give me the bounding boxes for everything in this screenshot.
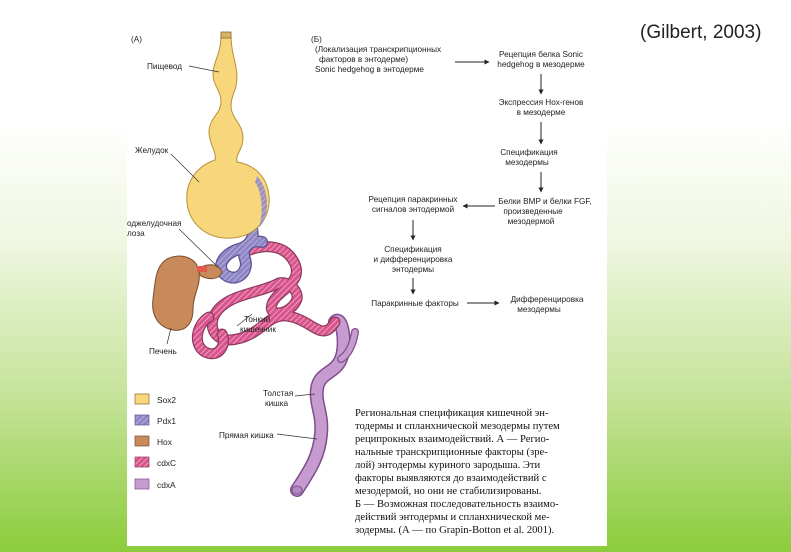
- legend-swatch-pdx1: [134, 414, 150, 426]
- legend-label-cdxa: cdxA: [157, 480, 176, 490]
- svg-text:зодермы. (А — по Grapin-Botton: зодермы. (А — по Grapin-Botton et al. 20…: [355, 525, 554, 536]
- svg-text:Экспрессия Hox-генов: Экспрессия Hox-генов: [499, 98, 584, 107]
- panel-b-letter: (Б): [311, 35, 322, 44]
- label-small-intestine-2: кишечник: [240, 325, 276, 334]
- svg-text:Спецификация: Спецификация: [384, 245, 442, 254]
- label-liver: Печень: [149, 347, 177, 356]
- svg-text:Спецификация: Спецификация: [500, 148, 558, 157]
- svg-text:произведенные: произведенные: [503, 207, 563, 216]
- svg-text:факторов в энтодерме): факторов в энтодерме): [319, 55, 408, 64]
- label-large-intestine-2: кишка: [265, 399, 288, 408]
- legend-label-sox2: Sox2: [157, 395, 176, 405]
- flow-node-4: Белки BMP и белки FGF, произведенные мез…: [498, 197, 591, 226]
- svg-text:Паракринные факторы: Паракринные факторы: [371, 299, 459, 308]
- citation: (Gilbert, 2003): [640, 22, 762, 43]
- svg-text:мезодермой: мезодермой: [508, 217, 555, 226]
- flow-node-8: Дифференцировка мезодермы: [511, 295, 584, 314]
- legend-swatch-cdxc: [134, 456, 150, 468]
- svg-text:Региональная спецификация кише: Региональная спецификация кишечной эн-: [355, 408, 549, 419]
- label-stomach: Желудок: [135, 146, 169, 155]
- svg-text:сигналов энтодермой: сигналов энтодермой: [372, 205, 454, 214]
- flow-node-5: Рецепция паракринных сигналов энтодермой: [368, 195, 457, 214]
- label-esophagus: Пищевод: [147, 62, 182, 71]
- svg-text:Рецепция паракринных: Рецепция паракринных: [368, 195, 457, 204]
- svg-text:Рецепция белка Sonic: Рецепция белка Sonic: [499, 50, 583, 59]
- svg-text:энтодермы: энтодермы: [392, 265, 434, 274]
- legend-swatch-cdxa: [134, 478, 150, 490]
- svg-text:Б — Возможная последовательнос: Б — Возможная последовательность взаимо-: [355, 499, 559, 510]
- flow-node-2: Экспрессия Hox-генов в мезодерме: [499, 98, 584, 117]
- label-pancreas-2: лоза: [127, 229, 145, 238]
- liver-shape: [152, 255, 200, 331]
- figure-panel: (A) Пищевод Желудок оджелудочная лоза Пе…: [127, 14, 607, 546]
- svg-text:мезодермы: мезодермы: [505, 158, 549, 167]
- svg-text:Дифференцировка: Дифференцировка: [511, 295, 584, 304]
- legend: Sox2 Pdx1 Hox cdxC cdxA: [134, 393, 176, 490]
- label-small-intestine-1: Тонкий: [244, 315, 270, 324]
- flow-node-7: Паракринные факторы: [371, 299, 459, 308]
- figure-caption: Региональная спецификация кишечной эн- т…: [355, 408, 560, 536]
- legend-label-hox: Hox: [157, 437, 173, 447]
- svg-text:факторы выявляются до взаимоде: факторы выявляются до взаимодействий с: [355, 473, 547, 484]
- svg-text:мезодермы: мезодермы: [517, 305, 561, 314]
- svg-text:Sonic hedgehog в энтодерме: Sonic hedgehog в энтодерме: [315, 65, 424, 74]
- svg-text:реципрокных взаимодействий. А: реципрокных взаимодействий. А — Регио-: [355, 434, 550, 445]
- svg-text:действий энтодермы и спланхнич: действий энтодермы и спланхнической ме-: [355, 512, 550, 523]
- svg-text:нальные транскрипционные факто: нальные транскрипционные факторы (зре-: [355, 447, 548, 458]
- legend-label-pdx1: Pdx1: [157, 416, 176, 426]
- svg-text:Белки BMP и белки FGF,: Белки BMP и белки FGF,: [498, 197, 591, 206]
- legend-swatch-hox: [134, 435, 150, 447]
- legend-label-cdxc: cdxC: [157, 458, 176, 468]
- svg-text:и дифференцировка: и дифференцировка: [374, 255, 453, 264]
- svg-text:лой) энтодермы куриного зароды: лой) энтодермы куриного зародыша. Эти: [355, 460, 541, 471]
- svg-text:(Локализация транскрипционных: (Локализация транскрипционных: [315, 45, 441, 54]
- stomach-shape: [186, 35, 270, 239]
- flow-start: (Локализация транскрипционных факторов в…: [315, 45, 441, 74]
- legend-swatch-sox2: [134, 393, 150, 405]
- flow-node-1: Рецепция белка Sonic hedgehog в мезодерм…: [497, 50, 585, 69]
- svg-text:мезодермой, но они не стабилиз: мезодермой, но они не стабилизированы.: [355, 486, 541, 497]
- svg-text:тодермы и спланхнической мезод: тодермы и спланхнической мезодермы путем: [355, 421, 560, 432]
- figure-svg: (A) Пищевод Желудок оджелудочная лоза Пе…: [127, 31, 592, 536]
- label-rectum: Прямая кишка: [219, 431, 274, 440]
- label-pancreas-1: оджелудочная: [127, 219, 181, 228]
- flow-node-3: Спецификация мезодермы: [500, 148, 558, 167]
- flow-node-6: Спецификация и дифференцировка энтодермы: [374, 245, 453, 274]
- svg-text:в мезодерме: в мезодерме: [517, 108, 566, 117]
- label-large-intestine-1: Толстая: [263, 389, 293, 398]
- panel-a-letter: (A): [131, 35, 142, 44]
- svg-text:hedgehog в мезодерме: hedgehog в мезодерме: [497, 60, 585, 69]
